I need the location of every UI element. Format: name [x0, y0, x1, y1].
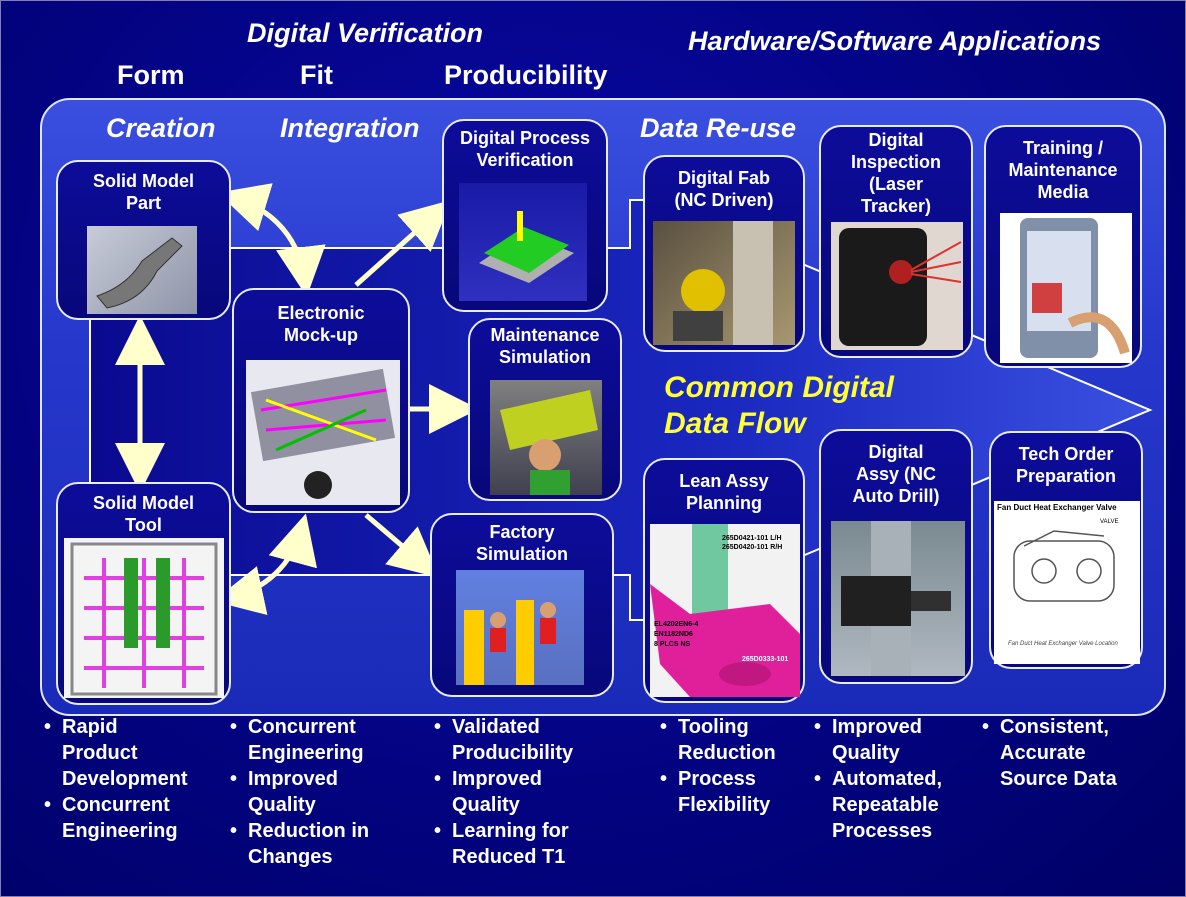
- arrow-part-mockup: [217, 183, 326, 297]
- tech-order-footer: Fan Duct Heat Exchanger Valve Location: [1008, 641, 1118, 647]
- arrow-tool-mockup: [213, 513, 317, 616]
- card-digital-fab: Digital Fab(NC Driven): [643, 155, 805, 352]
- tech-order-caption: Fan Duct Heat Exchanger Valve: [997, 503, 1117, 512]
- form-heading: Form: [117, 60, 185, 90]
- lean-label-base: 265D0333-101: [742, 656, 789, 663]
- arrow-mockup-process: [354, 200, 452, 287]
- inspection-image: [831, 222, 963, 350]
- digital-verification-heading: Digital Verification: [247, 18, 484, 48]
- fit-heading: Fit: [300, 60, 333, 90]
- mockup-image: [246, 360, 400, 505]
- process-image: [459, 183, 587, 301]
- digital-assy-image: [831, 521, 965, 676]
- fab-image: [653, 221, 795, 345]
- tech-order-valve-label: VALVE: [1100, 519, 1119, 525]
- common-flow-label: Common Digital Data Flow: [664, 371, 894, 440]
- tool-image: [64, 538, 224, 698]
- hardware-software-heading: Hardware/Software Applications: [688, 26, 1102, 56]
- maintenance-image: [490, 380, 602, 495]
- tech-order-image: Fan Duct Heat Exchanger Valve VALVE Fan …: [994, 501, 1140, 664]
- factory-image: [456, 570, 584, 685]
- data-reuse-label: Data Re-use: [640, 113, 797, 143]
- part-image: [87, 226, 197, 314]
- integration-label: Integration: [280, 113, 420, 143]
- training-image: [1000, 213, 1132, 363]
- arrow-mockup-factory: [364, 513, 440, 578]
- producibility-heading: Producibility: [444, 60, 608, 90]
- creation-label: Creation: [106, 113, 216, 143]
